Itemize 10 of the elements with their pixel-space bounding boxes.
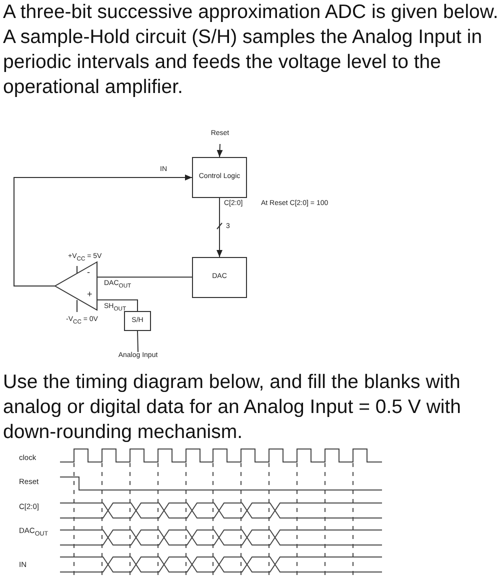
polarity-sign: - [87,267,90,277]
connector-line [137,330,138,352]
arrow [216,198,222,258]
question-text: A three-bit successive approximation ADC is given below. A sample-Hold circuit (S/H) samples the Analog Input in periodic intervals and feeds the voltage level to the operational amplifier. [3,0,500,100]
connector-line [96,299,138,312]
connector-line [96,276,192,278]
arrow [216,144,223,158]
arrow [14,174,192,286]
question-text: Use the timing diagram below, and fill the blanks with analog or digital data for an Analog Input = 0.5 V with down-rounding mechanism. [3,370,462,445]
polarity-sign: + [87,289,92,299]
